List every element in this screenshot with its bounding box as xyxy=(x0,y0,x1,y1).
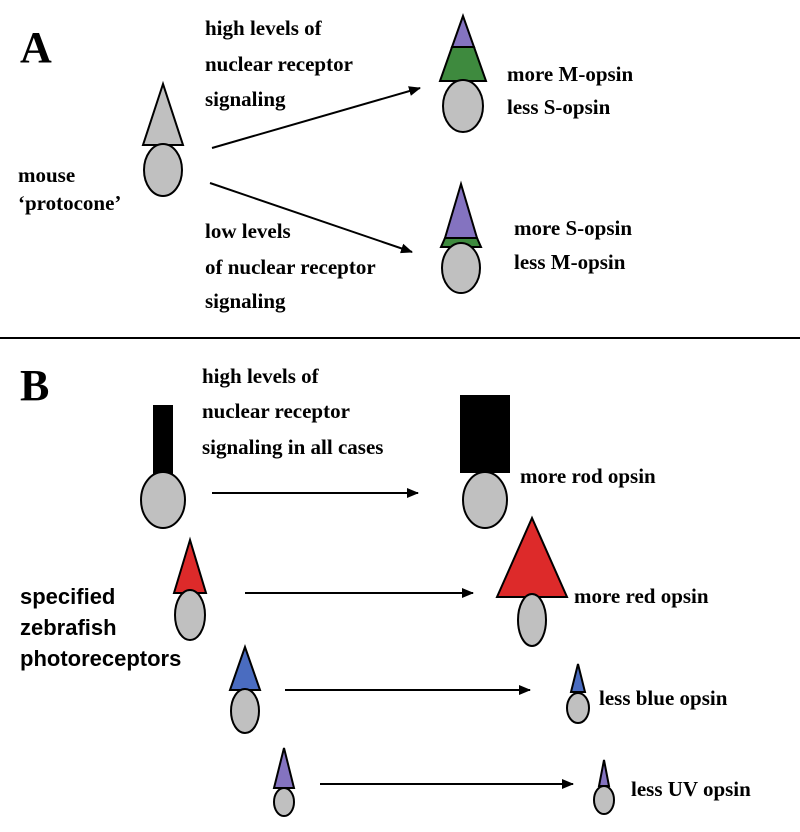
label-line: specified xyxy=(20,584,115,609)
label-line: less M-opsin xyxy=(514,250,626,274)
panel-b-letter: B xyxy=(20,361,49,410)
protocone-outer-segment xyxy=(141,80,185,146)
label-line: signaling in all cases xyxy=(202,435,383,459)
s-cone-purple-tip xyxy=(443,180,479,239)
arrow-to-m-cone xyxy=(211,86,421,149)
uv-cone-outer-segment-reduced xyxy=(597,759,611,787)
label-line: signaling xyxy=(205,289,286,313)
m-cone-purple-tip xyxy=(450,13,476,48)
label-line: nuclear receptor xyxy=(205,52,353,76)
uv-result-label: less UV opsin xyxy=(631,777,751,801)
m-opsin-result-label: more M-opsin less S-opsin xyxy=(507,62,638,119)
rod-cell-before xyxy=(140,405,186,529)
rod-cell-body xyxy=(140,471,186,529)
label-line: more S-opsin xyxy=(514,216,632,240)
rod-cell-after xyxy=(460,395,510,529)
red-cone-cell-body-enlarged xyxy=(517,593,547,647)
panel-a-letter: A xyxy=(20,23,52,72)
label-line: mouse xyxy=(18,163,75,187)
blue-cone-after xyxy=(566,663,590,724)
label-line: signaling xyxy=(205,87,286,111)
red-cone-before xyxy=(172,536,208,641)
label-line: zebrafish xyxy=(20,615,117,640)
rod-cell-body-enlarged xyxy=(462,471,508,529)
red-cone-outer-segment xyxy=(172,536,208,594)
protocone-cell xyxy=(141,80,185,197)
rod-result-label: more rod opsin xyxy=(520,464,656,488)
m-cone-cell-body xyxy=(442,79,484,133)
label-line: ‘protocone’ xyxy=(18,191,121,215)
arrow-to-s-cone xyxy=(209,182,413,254)
m-opsin-cone xyxy=(438,13,488,133)
label-line: high levels of xyxy=(202,364,320,388)
low-signaling-label: low levels of nuclear receptor signaling xyxy=(205,219,381,313)
blue-cone-cell-body-reduced xyxy=(566,692,590,724)
label-line: of nuclear receptor xyxy=(205,255,375,279)
s-cone-cell-body xyxy=(441,242,481,294)
uv-cone-outer-segment xyxy=(272,747,296,789)
red-cone-cell-body xyxy=(174,589,206,641)
m-cone-green-segment xyxy=(438,46,488,82)
all-cases-signaling-label: high levels of nuclear receptor signalin… xyxy=(202,364,383,459)
high-signaling-label: high levels of nuclear receptor signalin… xyxy=(205,16,358,111)
red-cone-after xyxy=(495,515,569,647)
uv-cone-cell-body xyxy=(273,787,295,817)
label-line: photoreceptors xyxy=(20,646,181,671)
s-opsin-cone xyxy=(439,180,483,294)
red-cone-outer-segment-enlarged xyxy=(495,515,569,598)
uv-cone-cell-body-reduced xyxy=(593,785,615,815)
uv-cone-after xyxy=(593,759,615,815)
mouse-protocone-label: mouse ‘protocone’ xyxy=(18,163,121,215)
blue-cone-cell-body xyxy=(230,688,260,734)
blue-cone-before xyxy=(228,643,262,734)
label-line: nuclear receptor xyxy=(202,399,350,423)
rod-outer-segment-enlarged xyxy=(460,395,510,473)
blue-cone-outer-segment xyxy=(228,643,262,691)
label-line: high levels of xyxy=(205,16,323,40)
zebrafish-photoreceptors-label: specified zebrafish photoreceptors xyxy=(20,584,181,671)
blue-cone-outer-segment-reduced xyxy=(569,663,587,693)
s-opsin-result-label: more S-opsin less M-opsin xyxy=(514,216,637,274)
blue-result-label: less blue opsin xyxy=(599,686,728,710)
label-line: less S-opsin xyxy=(507,95,611,119)
red-result-label: more red opsin xyxy=(574,584,709,608)
rod-outer-segment xyxy=(153,405,173,475)
protocone-cell-body xyxy=(143,143,183,197)
label-line: low levels xyxy=(205,219,291,243)
uv-cone-before xyxy=(272,747,296,817)
label-line: more M-opsin xyxy=(507,62,634,86)
